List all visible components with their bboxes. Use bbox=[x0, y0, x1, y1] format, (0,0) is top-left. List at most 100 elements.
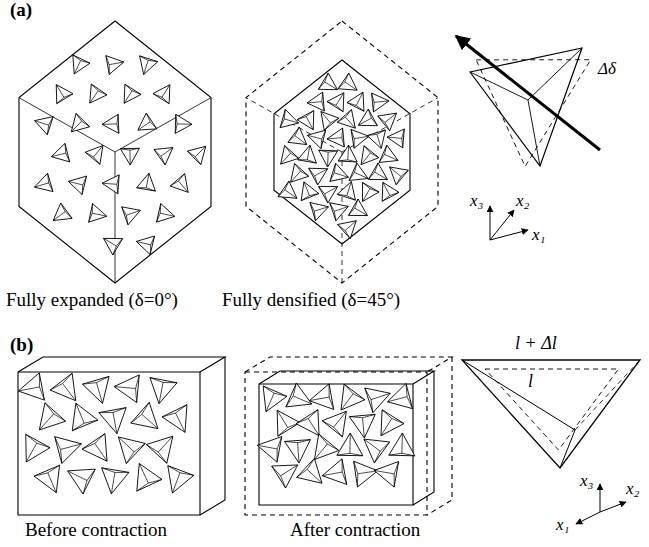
tetrahedron-edge bbox=[162, 413, 176, 417]
tetrahedron bbox=[364, 439, 390, 463]
tetrahedron-edge bbox=[347, 103, 356, 106]
tetrahedron bbox=[301, 182, 319, 201]
tetrahedron-edge bbox=[293, 396, 312, 404]
tetrahedron-edge bbox=[95, 434, 105, 444]
axis-line bbox=[490, 210, 514, 240]
tetrahedron bbox=[35, 117, 54, 135]
tetrahedron-edge bbox=[274, 393, 287, 396]
tetrahedron-edge bbox=[48, 465, 60, 473]
tetrahedron-edge bbox=[150, 378, 163, 383]
tetrahedron bbox=[18, 373, 44, 400]
tetrahedron-edge bbox=[307, 458, 314, 469]
tetrahedron bbox=[90, 84, 107, 103]
tetrahedron-edge bbox=[150, 122, 157, 129]
triangle-edge bbox=[462, 360, 575, 430]
tetrahedron-edge bbox=[379, 154, 384, 162]
tetrahedron-edge bbox=[327, 102, 336, 106]
tetrahedron-edge bbox=[136, 389, 137, 403]
tetrahedron-edge bbox=[321, 112, 330, 123]
tetrahedron-edge bbox=[345, 231, 350, 239]
axis-label: x₁ bbox=[532, 226, 545, 245]
tetrahedron-edge bbox=[82, 185, 84, 195]
tetrahedron-edge bbox=[285, 146, 291, 154]
cell-outline bbox=[200, 357, 225, 515]
tetrahedron-edge bbox=[85, 152, 93, 157]
tetrahedron-edge bbox=[307, 135, 321, 139]
tetrahedron bbox=[379, 145, 398, 162]
tetrahedron-edge bbox=[291, 171, 301, 182]
tetrahedron bbox=[122, 207, 141, 225]
tetrahedron-edge bbox=[325, 187, 338, 194]
axis-label: x₂ bbox=[626, 480, 639, 499]
cell-outline bbox=[259, 384, 413, 505]
tetrahedron-edge bbox=[170, 181, 178, 186]
tetrahedron-edge bbox=[117, 175, 119, 184]
tetrahedron-edge bbox=[307, 145, 310, 160]
tetrahedron-edge bbox=[385, 113, 397, 122]
length-label: l + Δl bbox=[515, 334, 557, 354]
tetrahedron-edge bbox=[314, 211, 315, 221]
tetrahedron-edge bbox=[111, 472, 115, 493]
tetrahedron-edge bbox=[48, 173, 49, 183]
tetrahedron-edge bbox=[354, 172, 368, 178]
tetrahedron-edge bbox=[296, 419, 308, 424]
tetrahedron-edge bbox=[368, 172, 374, 179]
tetrahedron-edge bbox=[341, 128, 343, 138]
cell-edge bbox=[115, 152, 116, 283]
tetrahedron bbox=[381, 410, 404, 436]
tetrahedron-edge bbox=[394, 461, 398, 473]
tetrahedron-edge bbox=[401, 138, 403, 148]
tetrahedron-edge bbox=[115, 472, 129, 473]
tetrahedron-edge bbox=[345, 221, 356, 231]
tetrahedron-edge bbox=[122, 207, 127, 215]
tetrahedron bbox=[374, 461, 398, 487]
tetrahedron-edge bbox=[338, 160, 348, 161]
axis-line bbox=[600, 502, 626, 512]
tetrahedron-edge bbox=[146, 113, 150, 122]
tetrahedron-edge bbox=[150, 245, 152, 255]
tetrahedron-edge bbox=[342, 472, 347, 484]
tetrahedron-edge bbox=[146, 188, 155, 191]
tetrahedron-edge bbox=[34, 183, 48, 187]
tetrahedron-edge bbox=[382, 195, 390, 201]
tetrahedron bbox=[154, 148, 173, 165]
tetrahedron-edge bbox=[375, 163, 378, 172]
tetrahedron-edge bbox=[102, 183, 117, 185]
tetrahedron bbox=[327, 128, 344, 147]
tetrahedron-edge bbox=[356, 105, 364, 111]
tetrahedron bbox=[168, 466, 194, 493]
tetrahedron-edge bbox=[309, 168, 315, 176]
tetrahedron-edge bbox=[341, 394, 353, 410]
tetrahedron-edge bbox=[126, 210, 140, 215]
tetrahedron-edge bbox=[301, 171, 309, 176]
tetrahedron-edge bbox=[138, 122, 150, 130]
tetrahedron-edge bbox=[377, 134, 381, 148]
tetrahedron-edge bbox=[353, 394, 365, 400]
tetrahedron bbox=[390, 167, 409, 185]
tetrahedron bbox=[82, 434, 107, 462]
tetrahedron-edge bbox=[361, 153, 370, 165]
tetrahedron-edge bbox=[83, 480, 87, 493]
tetrahedron-edge bbox=[72, 423, 84, 431]
tetrahedron-edge bbox=[380, 442, 390, 451]
tetrahedron-edge bbox=[49, 183, 53, 192]
tetrahedron-edge bbox=[68, 181, 82, 185]
tetrahedron-edge bbox=[298, 440, 311, 443]
tetrahedron bbox=[82, 376, 109, 403]
caption-text: Before contraction bbox=[25, 520, 167, 541]
tetrahedron-edge bbox=[55, 437, 61, 450]
tetrahedron-edge bbox=[146, 445, 158, 453]
tetrahedron-edge bbox=[281, 465, 298, 476]
tetrahedron-edge bbox=[73, 55, 81, 61]
tetrahedron-edge bbox=[142, 414, 158, 428]
tetrahedron bbox=[170, 174, 188, 193]
rotated-outline bbox=[476, 60, 591, 167]
tetrahedron-edge bbox=[349, 417, 362, 418]
tetrahedron-edge bbox=[363, 182, 370, 188]
tetrahedron bbox=[71, 113, 89, 131]
tetrahedron bbox=[367, 130, 385, 149]
tetrahedron-edge bbox=[84, 420, 98, 423]
tetrahedron bbox=[368, 163, 387, 180]
tetrahedron bbox=[56, 85, 73, 104]
tetrahedron-edge bbox=[117, 124, 119, 133]
